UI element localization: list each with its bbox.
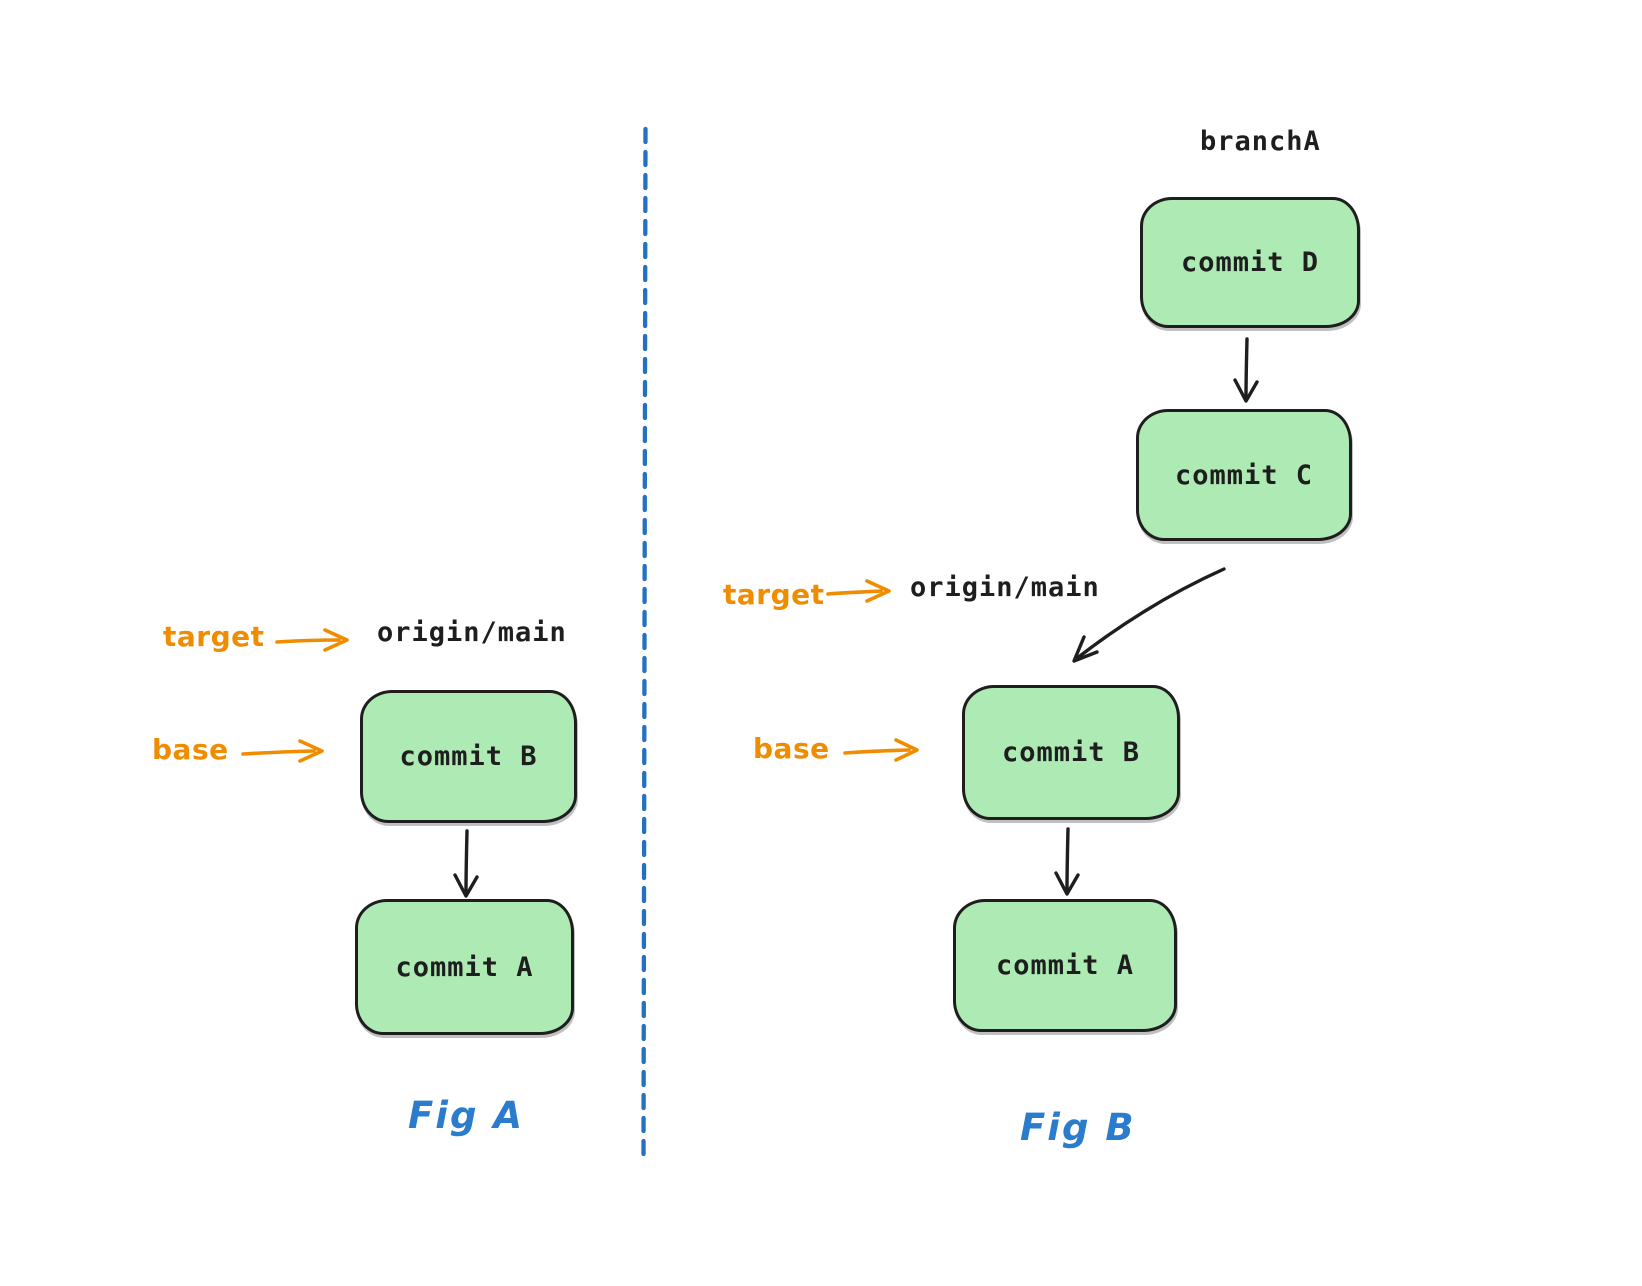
origin-main-ref-label: origin/main bbox=[910, 572, 1100, 603]
arrow-commit-b-to-a-fig-a bbox=[453, 829, 479, 898]
arrow-commit-b-to-a-fig-b bbox=[1054, 827, 1080, 896]
commit-c-node: commit C bbox=[1136, 409, 1352, 541]
target-pointer-label: target bbox=[163, 620, 265, 653]
arrow-commit-d-to-c-fig-b bbox=[1233, 337, 1259, 403]
commit-b-label: commit B bbox=[1001, 737, 1141, 768]
commit-b-node: commit B bbox=[360, 690, 577, 823]
base-pointer-label: base bbox=[152, 733, 229, 766]
arrow-target-fig-a bbox=[275, 628, 349, 652]
fig-b-caption: Fig B bbox=[1020, 1106, 1136, 1149]
commit-d-label: commit D bbox=[1180, 247, 1320, 278]
arrow-base-fig-a bbox=[241, 739, 324, 763]
arrow-base-fig-b bbox=[843, 738, 919, 762]
fig-a-caption: Fig A bbox=[408, 1094, 524, 1137]
commit-a-label: commit A bbox=[995, 950, 1135, 981]
commit-c-label: commit C bbox=[1174, 459, 1314, 491]
base-pointer-label: base bbox=[753, 732, 830, 765]
commit-a-node: commit A bbox=[355, 899, 574, 1035]
arrow-target-fig-b bbox=[826, 579, 891, 603]
branch-a-label: branchA bbox=[1200, 126, 1321, 157]
target-pointer-label: target bbox=[723, 578, 825, 611]
divider-dashed-line bbox=[641, 126, 648, 1160]
arrow-commit-c-to-b-curved-fig-b bbox=[1072, 567, 1226, 663]
commit-b-label: commit B bbox=[399, 741, 538, 772]
commit-d-node: commit D bbox=[1140, 197, 1360, 328]
commit-a-label: commit A bbox=[395, 951, 534, 983]
commit-b-node: commit B bbox=[962, 685, 1180, 820]
commit-a-node: commit A bbox=[953, 899, 1177, 1032]
origin-main-ref-label: origin/main bbox=[377, 617, 567, 648]
